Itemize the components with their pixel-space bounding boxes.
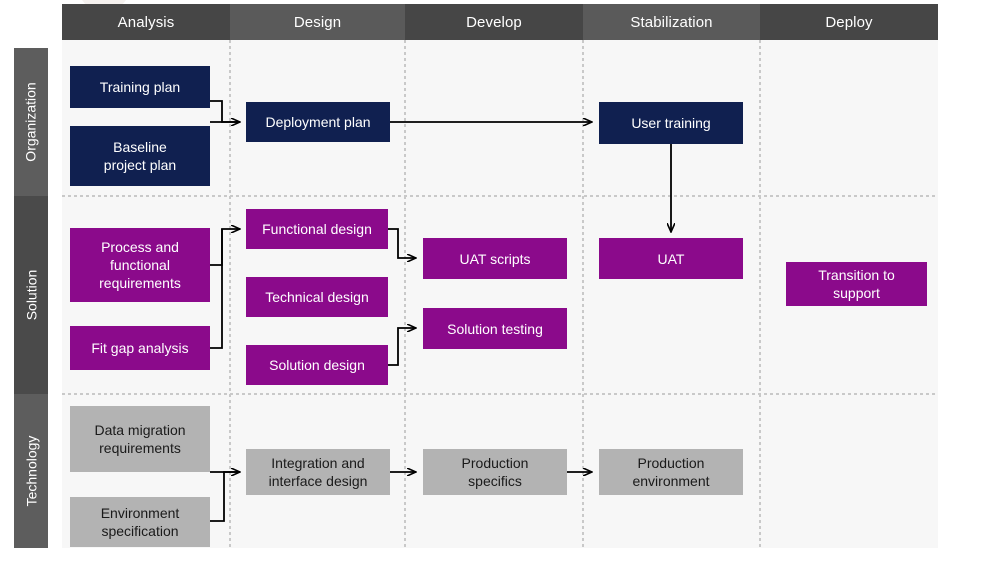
node-deployment-plan-label: Deployment plan xyxy=(265,114,371,130)
node-process-functional-requirements[interactable]: Process and functional requirements xyxy=(70,228,210,302)
node-solution-design-label: Solution design xyxy=(269,357,365,373)
node-integration-interface-design[interactable]: Integration and interface design xyxy=(246,449,390,495)
gridline-vertical-stabilization-deploy xyxy=(759,40,761,548)
node-functional-design[interactable]: Functional design xyxy=(246,209,388,249)
column-header-stabilization[interactable]: Stabilization xyxy=(583,4,760,40)
node-production-specifics[interactable]: Production specifics xyxy=(423,449,567,495)
node-functional-design-label: Functional design xyxy=(262,221,372,237)
column-header-stabilization-label: Stabilization xyxy=(630,13,713,31)
row-label-solution-text: Solution xyxy=(23,269,39,321)
node-data-migration-requirements-label: Data migration requirements xyxy=(94,422,186,456)
node-production-environment[interactable]: Production environment xyxy=(599,449,743,495)
node-environment-specification-label: Environment specification xyxy=(100,505,180,539)
node-solution-testing[interactable]: Solution testing xyxy=(423,308,567,349)
column-header-design-label: Design xyxy=(293,13,342,31)
column-header-analysis[interactable]: Analysis xyxy=(62,4,230,40)
gridline-horizontal-organization-solution xyxy=(62,195,938,197)
gridline-vertical-develop-stabilization xyxy=(582,40,584,548)
row-label-solution[interactable]: Solution xyxy=(14,196,48,394)
node-technical-design-label: Technical design xyxy=(265,289,369,305)
node-data-migration-requirements[interactable]: Data migration requirements xyxy=(70,406,210,472)
node-transition-to-support[interactable]: Transition to support xyxy=(786,262,927,306)
row-label-organization[interactable]: Organization xyxy=(14,48,48,196)
node-integration-interface-design-label: Integration and interface design xyxy=(268,455,368,489)
node-training-plan[interactable]: Training plan xyxy=(70,66,210,108)
node-uat-label: UAT xyxy=(657,250,685,267)
node-technical-design[interactable]: Technical design xyxy=(246,277,388,317)
node-deployment-plan[interactable]: Deployment plan xyxy=(246,102,390,142)
node-baseline-project-plan[interactable]: Baseline project plan xyxy=(70,126,210,186)
node-fit-gap-analysis-label: Fit gap analysis xyxy=(91,340,189,356)
node-baseline-project-plan-label: Baseline project plan xyxy=(103,139,177,173)
node-solution-design[interactable]: Solution design xyxy=(246,345,388,385)
gridline-vertical-analysis-design xyxy=(229,40,231,548)
node-fit-gap-analysis[interactable]: Fit gap analysis xyxy=(70,326,210,370)
node-production-environment-label: Production environment xyxy=(632,455,710,489)
node-training-plan-label: Training plan xyxy=(99,79,181,95)
node-environment-specification[interactable]: Environment specification xyxy=(70,497,210,547)
node-user-training[interactable]: User training xyxy=(599,102,743,144)
column-header-develop-label: Develop xyxy=(466,13,522,31)
node-uat[interactable]: UAT xyxy=(599,238,743,279)
node-uat-scripts[interactable]: UAT scripts xyxy=(423,238,567,279)
node-process-functional-requirements-label: Process and functional requirements xyxy=(99,239,181,291)
column-header-design[interactable]: Design xyxy=(230,4,405,40)
column-header-deploy[interactable]: Deploy xyxy=(760,4,938,40)
row-label-technology-text: Technology xyxy=(23,435,40,507)
gridline-vertical-design-develop xyxy=(404,40,406,548)
column-header-deploy-label: Deploy xyxy=(825,13,873,31)
node-uat-scripts-label: UAT scripts xyxy=(459,250,531,267)
row-label-organization-text: Organization xyxy=(23,82,40,162)
plot-bottom-strip xyxy=(62,548,938,564)
node-production-specifics-label: Production specifics xyxy=(461,455,529,489)
column-header-develop[interactable]: Develop xyxy=(405,4,583,40)
row-label-technology[interactable]: Technology xyxy=(14,394,48,548)
node-solution-testing-label: Solution testing xyxy=(447,320,543,337)
node-user-training-label: User training xyxy=(631,115,711,131)
node-transition-to-support-label: Transition to support xyxy=(818,267,895,301)
column-header-analysis-label: Analysis xyxy=(117,13,175,31)
gridline-horizontal-solution-technology xyxy=(62,393,938,395)
